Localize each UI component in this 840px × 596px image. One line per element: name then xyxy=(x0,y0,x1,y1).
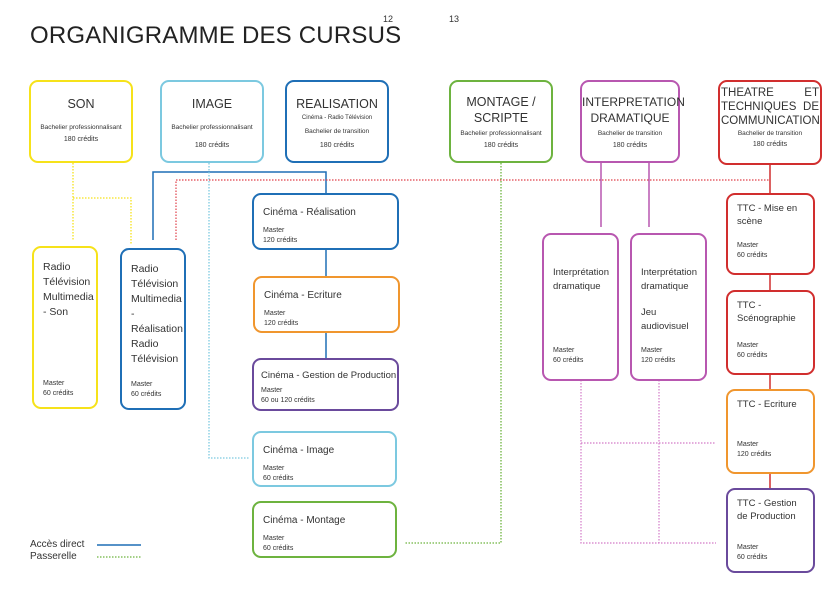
master-name: Cinéma - Réalisation xyxy=(263,207,356,218)
bachelor-type: Bachelier professionnalisant xyxy=(171,124,253,131)
connector-montage xyxy=(404,163,502,544)
master-cinema-ecriture: Cinéma - Ecriture Master 120 crédits xyxy=(253,276,400,333)
master-degree: Master xyxy=(131,381,153,388)
master-name: Interprétation dramatique xyxy=(553,267,609,292)
master-rtm-realisation: Radio Télévision Multimedia - Réalisatio… xyxy=(120,248,186,410)
connector-ttc-passerelle xyxy=(175,179,770,240)
master-name: Radio Télévision Multimedia - Réalisatio… xyxy=(131,263,183,365)
connector-interpretation-passerelle xyxy=(580,380,716,544)
bachelor-son: SON Bachelier professionnalisant 180 cré… xyxy=(29,80,133,163)
master-ttc-mise-en-scene: TTC - Mise en scène Master 60 crédits xyxy=(726,193,815,275)
master-degree: Master xyxy=(263,227,285,234)
master-degree: Master xyxy=(737,544,759,551)
master-name: Cinéma - Image xyxy=(263,445,335,456)
connector-interpretation xyxy=(600,163,650,227)
bachelor-montage: MONTAGE / SCRIPTE Bachelier professionna… xyxy=(449,80,553,163)
bachelor-name: THEATRE ET TECHNIQUES DE COMMUNICATION xyxy=(721,87,820,127)
page-number-left: 12 xyxy=(383,14,394,24)
master-credits: 120 crédits xyxy=(263,237,298,244)
master-credits: 60 crédits xyxy=(553,357,584,364)
bachelor-type: Bachelier de transition xyxy=(304,128,370,135)
bachelor-type: Bachelier professionnalisant xyxy=(40,124,122,131)
master-cinema-production: Cinéma - Gestion de Production Master 60… xyxy=(252,358,399,411)
master-degree: Master xyxy=(737,441,759,448)
bachelor-name: MONTAGE / SCRIPTE xyxy=(466,95,536,125)
master-name: Interprétation dramatique xyxy=(641,267,697,292)
legend-direct-label: Accès direct xyxy=(30,539,85,550)
master-name: TTC - Ecriture xyxy=(737,399,797,410)
bachelor-name: IMAGE xyxy=(191,97,233,111)
master-degree: Master xyxy=(43,380,65,387)
master-name: Cinéma - Ecriture xyxy=(264,290,342,301)
master-ttc-production: TTC - Gestion de Production Master 60 cr… xyxy=(726,488,815,573)
master-cinema-image: Cinéma - Image Master 60 crédits xyxy=(252,431,397,487)
bachelor-type: Bachelier de transition xyxy=(737,130,803,137)
bachelor-credits: 180 crédits xyxy=(63,136,99,143)
master-credits: 60 crédits xyxy=(737,252,768,259)
master-credits: 60 crédits xyxy=(263,475,294,482)
master-interpretation-2: Interprétation dramatique Jeu audiovisue… xyxy=(630,233,707,381)
bachelor-credits: 180 crédits xyxy=(319,142,355,149)
master-cinema-montage: Cinéma - Montage Master 60 crédits xyxy=(252,501,397,558)
master-credits: 120 crédits xyxy=(641,357,676,364)
master-credits: 60 crédits xyxy=(263,545,294,552)
master-name: TTC - Mise en scène xyxy=(737,203,798,227)
master-extra: Jeu audiovisuel xyxy=(641,307,689,332)
master-credits: 60 ou 120 crédits xyxy=(261,397,315,404)
master-degree: Master xyxy=(737,242,759,249)
bachelor-type: Bachelier de transition xyxy=(597,130,663,137)
master-name: Radio Télévision Multimedia - Son xyxy=(43,261,94,318)
bachelor-name: INTERPRETATION DRAMATIQUE xyxy=(582,95,685,125)
connector-son xyxy=(72,163,132,245)
master-credits: 60 crédits xyxy=(737,554,768,561)
master-degree: Master xyxy=(263,465,285,472)
bachelor-type: Bachelier professionnalisant xyxy=(460,130,542,137)
master-credits: 120 crédits xyxy=(264,320,299,327)
master-degree: Master xyxy=(553,347,575,354)
master-name: Cinéma - Montage xyxy=(263,515,346,526)
bachelor-credits: 180 crédits xyxy=(752,141,788,148)
master-rtm-son: Radio Télévision Multimedia - Son Master… xyxy=(32,246,98,409)
master-credits: 60 crédits xyxy=(131,391,162,398)
page-number-right: 13 xyxy=(449,14,460,24)
master-credits: 120 crédits xyxy=(737,451,772,458)
master-credits: 60 crédits xyxy=(737,352,768,359)
master-interpretation-1: Interprétation dramatique Master 60 créd… xyxy=(542,233,619,381)
master-name: Cinéma - Gestion de Production xyxy=(261,370,397,381)
master-cinema-realisation: Cinéma - Réalisation Master 120 crédits xyxy=(252,193,399,250)
legend-passerelle-label: Passerelle xyxy=(30,551,77,562)
bachelor-name: SON xyxy=(67,97,95,111)
master-degree: Master xyxy=(263,535,285,542)
bachelor-realisation: REALISATION Cinéma - Radio Télévision Ba… xyxy=(285,80,389,163)
bachelor-ttc: THEATRE ET TECHNIQUES DE COMMUNICATION B… xyxy=(718,80,822,165)
master-credits: 60 crédits xyxy=(43,390,74,397)
bachelor-name: REALISATION xyxy=(296,97,378,111)
master-name: TTC - Gestion de Production xyxy=(737,498,797,522)
bachelor-image: IMAGE Bachelier professionnalisant 180 c… xyxy=(160,80,264,163)
bachelor-credits: 180 crédits xyxy=(194,142,230,149)
master-degree: Master xyxy=(641,347,663,354)
master-degree: Master xyxy=(737,342,759,349)
page-title: ORGANIGRAMME DES CURSUS xyxy=(30,22,402,49)
bachelor-interpretation: INTERPRETATION DRAMATIQUE Bachelier de t… xyxy=(580,80,685,163)
master-name: TTC - Scénographie xyxy=(737,300,796,324)
bachelor-credits: 180 crédits xyxy=(612,142,648,149)
bachelor-subtitle: Cinéma - Radio Télévision xyxy=(301,115,373,121)
bachelor-credits: 180 crédits xyxy=(483,142,519,149)
master-degree: Master xyxy=(261,387,283,394)
master-ttc-scenographie: TTC - Scénographie Master 60 crédits xyxy=(726,290,815,375)
connector-realisation xyxy=(152,171,327,240)
master-ttc-ecriture: TTC - Ecriture Master 120 crédits xyxy=(726,389,815,474)
connector-image xyxy=(208,163,250,459)
master-degree: Master xyxy=(264,310,286,317)
